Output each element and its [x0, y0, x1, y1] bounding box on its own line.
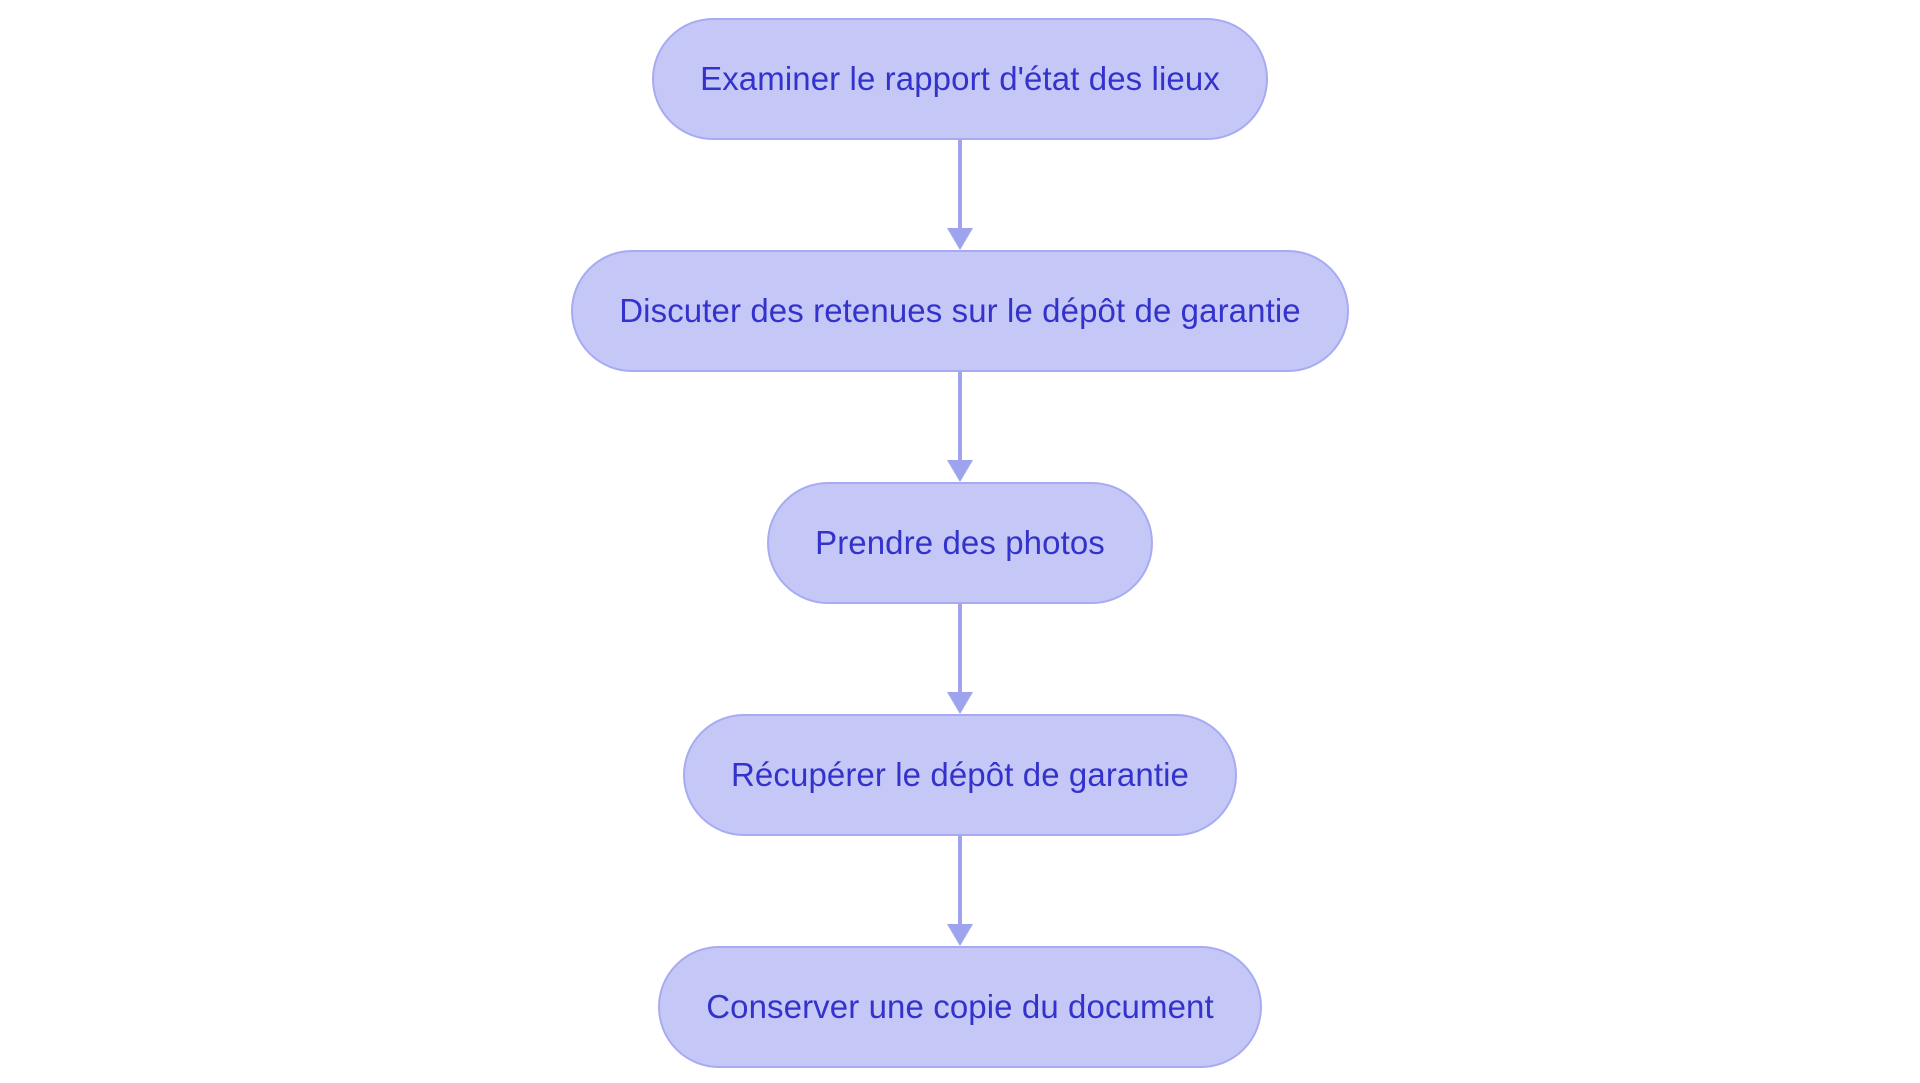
flow-edge-n3-n4 — [940, 604, 980, 714]
edge-line — [958, 140, 962, 232]
flow-node-recuperer-depot[interactable]: Récupérer le dépôt de garantie — [683, 714, 1237, 836]
flow-node-label: Examiner le rapport d'état des lieux — [700, 59, 1220, 97]
flow-edge-n1-n2 — [940, 140, 980, 250]
arrow-down-icon — [947, 924, 973, 946]
arrow-down-icon — [947, 460, 973, 482]
flow-node-label: Récupérer le dépôt de garantie — [731, 755, 1189, 793]
edge-line — [958, 836, 962, 928]
flow-edge-n2-n3 — [940, 372, 980, 482]
flow-node-discuter-retenues[interactable]: Discuter des retenues sur le dépôt de ga… — [571, 250, 1349, 372]
edge-line — [958, 604, 962, 696]
flow-edge-n4-n5 — [940, 836, 980, 946]
arrow-down-icon — [947, 228, 973, 250]
flow-node-examiner-rapport[interactable]: Examiner le rapport d'état des lieux — [652, 18, 1268, 140]
flow-node-prendre-photos[interactable]: Prendre des photos — [767, 482, 1153, 604]
flow-node-conserver-copie[interactable]: Conserver une copie du document — [658, 946, 1262, 1068]
flow-node-label: Conserver une copie du document — [706, 987, 1214, 1025]
edge-line — [958, 372, 962, 464]
flow-node-label: Prendre des photos — [815, 523, 1105, 561]
arrow-down-icon — [947, 692, 973, 714]
flow-node-label: Discuter des retenues sur le dépôt de ga… — [619, 291, 1301, 329]
